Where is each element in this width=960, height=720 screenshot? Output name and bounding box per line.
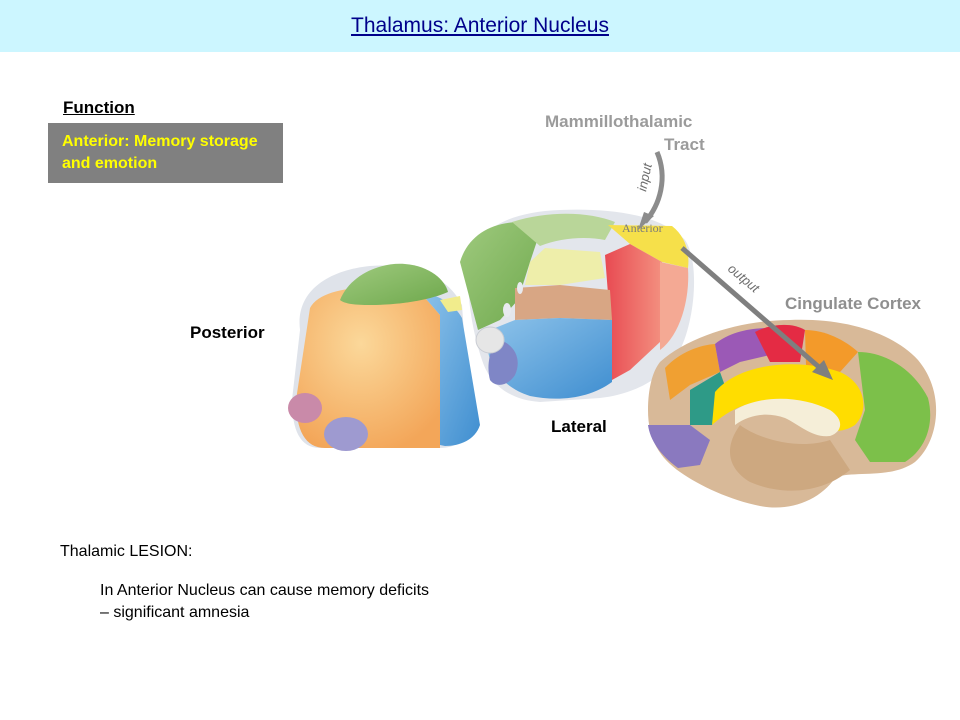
brain-medial-view <box>648 319 937 508</box>
lateral-label: Lateral <box>551 417 607 436</box>
anterior-label: Anterior <box>622 221 663 235</box>
lesion-text: In Anterior Nucleus can cause memory def… <box>100 582 430 621</box>
cingulate-cortex-label: Cingulate Cortex <box>785 294 922 313</box>
posterior-label: Posterior <box>190 323 265 342</box>
input-arrowhead <box>638 212 654 230</box>
title-bar <box>0 0 960 52</box>
lesion-heading: Thalamic LESION: <box>60 543 193 560</box>
anterior-nucleus <box>608 225 689 268</box>
mammillothalamic-label-line1: Mammillothalamic <box>545 112 693 131</box>
output-arrow <box>680 246 822 370</box>
input-label: input <box>634 161 655 193</box>
function-heading: Function <box>63 98 135 117</box>
output-arrowhead <box>812 360 833 380</box>
posterior-thalamus <box>288 263 480 451</box>
function-box <box>48 123 283 183</box>
anterior-thalamus <box>460 209 695 402</box>
page-title: Thalamus: Anterior Nucleus <box>351 14 609 37</box>
posterior-nucleus-pink <box>288 393 322 423</box>
function-text: Anterior: Memory storage and emotion <box>62 133 258 172</box>
mammillothalamic-label-line2: Tract <box>664 135 705 154</box>
posterior-nucleus-lavender <box>324 417 368 451</box>
